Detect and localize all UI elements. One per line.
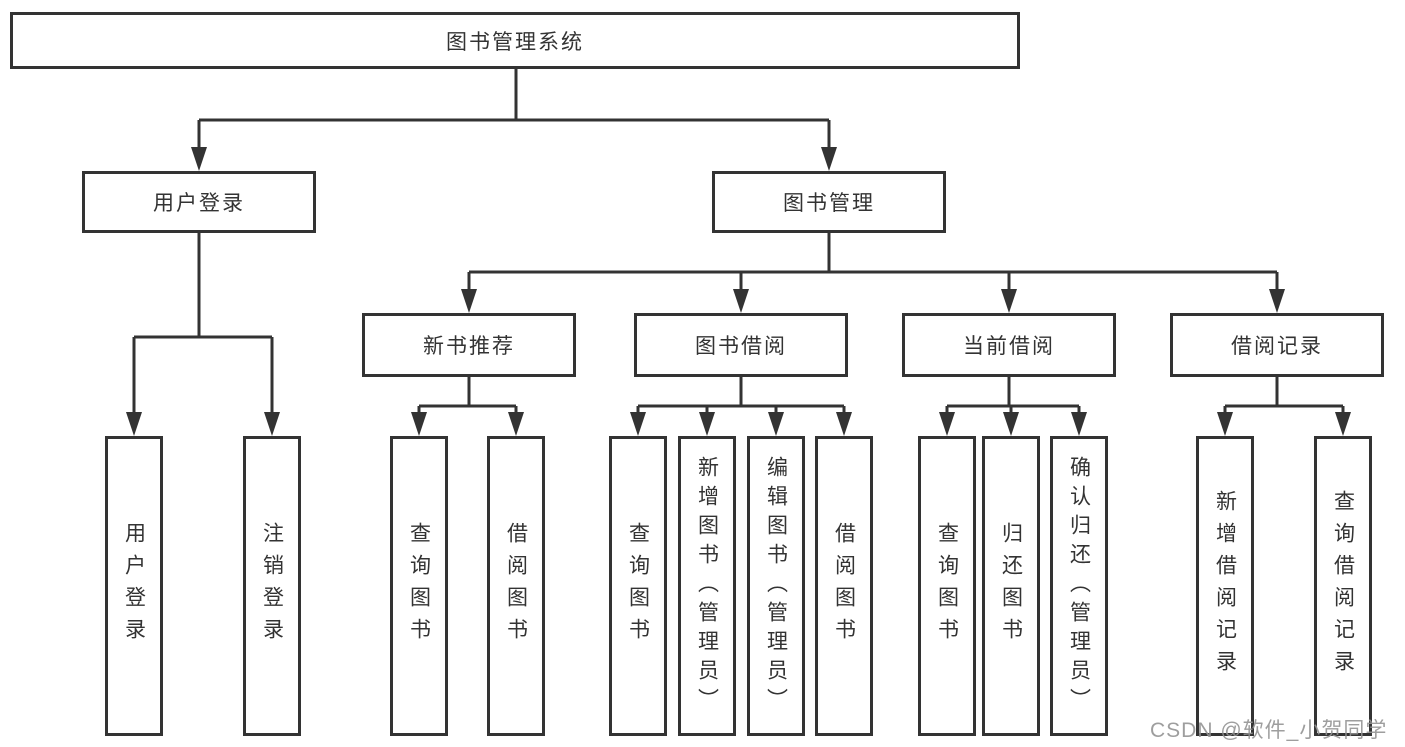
leaf-add-borrow-record-label: 新增借阅记录 — [1213, 490, 1237, 682]
leaf-query-borrow-record: 查询借阅记录 — [1314, 436, 1372, 736]
leaf-user-login-label: 用户登录 — [122, 522, 146, 650]
node-new-book-recommend-label: 新书推荐 — [423, 335, 515, 358]
node-current-borrowing: 当前借阅 — [902, 313, 1116, 377]
leaf-query-books-current: 查询图书 — [918, 436, 976, 736]
leaf-add-books-admin-label: 新增图书（管理员） — [695, 455, 719, 717]
arrowheads — [126, 147, 1351, 436]
leaf-query-books-recommend: 查询图书 — [390, 436, 448, 736]
node-borrowing-records-label: 借阅记录 — [1231, 335, 1323, 358]
leaf-borrow-books-recommend-label: 借阅图书 — [504, 522, 528, 650]
leaf-borrow-books: 借阅图书 — [815, 436, 873, 736]
leaf-logout-label: 注销登录 — [260, 522, 284, 650]
node-user-login-label: 用户登录 — [153, 192, 245, 215]
node-root-label: 图书管理系统 — [446, 30, 584, 54]
leaf-add-books-admin: 新增图书（管理员） — [678, 436, 736, 736]
node-new-book-recommend: 新书推荐 — [362, 313, 576, 377]
leaf-borrow-books-label: 借阅图书 — [832, 522, 856, 650]
leaf-confirm-return-admin: 确认归还（管理员） — [1050, 436, 1108, 736]
leaf-edit-books-admin-label: 编辑图书（管理员） — [764, 455, 788, 717]
leaf-return-books: 归还图书 — [982, 436, 1040, 736]
leaf-confirm-return-admin-label: 确认归还（管理员） — [1067, 455, 1091, 717]
leaf-query-books-recommend-label: 查询图书 — [407, 522, 431, 650]
node-book-borrowing-label: 图书借阅 — [695, 335, 787, 358]
node-current-borrowing-label: 当前借阅 — [963, 335, 1055, 358]
node-borrowing-records: 借阅记录 — [1170, 313, 1384, 377]
leaf-query-books-borrow-label: 查询图书 — [626, 522, 650, 650]
leaf-query-books-current-label: 查询图书 — [935, 522, 959, 650]
node-book-borrowing: 图书借阅 — [634, 313, 848, 377]
leaf-edit-books-admin: 编辑图书（管理员） — [747, 436, 805, 736]
leaf-query-borrow-record-label: 查询借阅记录 — [1331, 490, 1355, 682]
leaf-user-login: 用户登录 — [105, 436, 163, 736]
csdn-watermark: CSDN @软件_小贺同学 — [1150, 719, 1388, 742]
leaf-query-books-borrow: 查询图书 — [609, 436, 667, 736]
leaf-add-borrow-record: 新增借阅记录 — [1196, 436, 1254, 736]
leaf-return-books-label: 归还图书 — [999, 522, 1023, 650]
leaf-borrow-books-recommend: 借阅图书 — [487, 436, 545, 736]
node-book-management: 图书管理 — [712, 171, 946, 233]
node-user-login: 用户登录 — [82, 171, 316, 233]
node-book-management-label: 图书管理 — [783, 192, 875, 215]
leaf-logout: 注销登录 — [243, 436, 301, 736]
node-root-system: 图书管理系统 — [10, 12, 1020, 69]
